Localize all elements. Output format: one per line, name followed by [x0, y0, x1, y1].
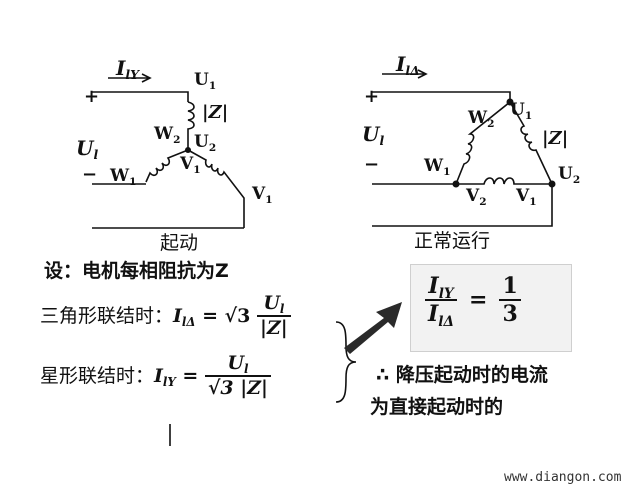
conclusion-line-2: 为直接起动时的 — [370, 396, 504, 418]
left-label-u1: U1 — [194, 70, 217, 92]
big-arrow — [344, 302, 402, 354]
right-plus: + — [364, 86, 380, 107]
right-caption: 正常运行 — [414, 230, 491, 252]
right-triangle-right — [509, 101, 553, 185]
star-equals: = — [175, 364, 205, 387]
star-prefix: 星形联结时： — [40, 364, 155, 387]
right-label-v1: V1 — [516, 186, 537, 208]
right-triangle-left — [455, 101, 511, 185]
ratio-box: IlY IlΔ = 1 3 — [410, 264, 572, 352]
left-label-w1: W1 — [110, 166, 137, 188]
delta-equals: = √3 — [195, 304, 257, 327]
brace — [335, 321, 357, 403]
right-triangle-bottom — [456, 177, 552, 185]
left-label-v1a: V1 — [180, 154, 201, 176]
delta-formula: 三角形联结时： IlΔ = √3 Ul |Z| — [40, 294, 291, 338]
left-line-top — [92, 91, 189, 102]
left-plus: + — [84, 86, 100, 107]
star-denominator: √3 |Z| — [207, 377, 268, 399]
left-voltage-label: Ul — [76, 136, 99, 163]
left-label-u2: U2 — [194, 132, 217, 154]
star-formula: 星形联结时： IlY = Ul √3 |Z| — [40, 354, 271, 398]
left-minus: − — [82, 164, 98, 185]
conclusion-line-1: ∴ 降压起动时的电流 — [376, 364, 548, 386]
right-label-w2: W2 — [468, 108, 495, 130]
right-label-u2: U2 — [558, 164, 581, 186]
star-current: IlY — [154, 364, 176, 389]
right-label-w1: W1 — [424, 156, 451, 178]
left-coil-u — [187, 101, 195, 150]
ratio-left-fraction: IlY IlΔ — [425, 275, 458, 329]
right-impedance: |Z| — [542, 128, 569, 149]
right-voltage-label: Ul — [362, 122, 385, 149]
delta-denominator: |Z| — [260, 317, 288, 339]
right-line-bottom — [372, 184, 553, 227]
left-coil-w — [145, 149, 189, 183]
ratio-formula: IlY IlΔ = 1 3 — [425, 275, 521, 329]
star-numerator: Ul — [227, 352, 249, 377]
delta-numerator: Ul — [263, 292, 285, 317]
left-label-v1b: V1 — [252, 184, 273, 206]
left-arrow — [108, 73, 152, 83]
right-label-u1: U1 — [510, 100, 533, 122]
left-label-w2: W2 — [154, 124, 181, 146]
left-node-u — [185, 147, 191, 153]
delta-prefix: 三角形联结时： — [40, 304, 174, 327]
left-coil-v — [187, 149, 245, 228]
right-current-label: IlΔ — [396, 52, 420, 79]
right-node-u2 — [548, 180, 556, 188]
assumption-text: 设：电机每相阻抗为Z — [44, 260, 229, 282]
right-node-u1 — [506, 98, 514, 106]
left-current-label: IlY — [116, 56, 139, 83]
watermark: www.diangon.com — [504, 470, 622, 485]
right-node-w1 — [452, 180, 460, 188]
right-arrow — [382, 69, 428, 79]
left-caption: 起动 — [160, 232, 199, 254]
right-label-v2: V2 — [466, 186, 487, 208]
ratio-right-fraction: 1 3 — [499, 275, 521, 325]
right-minus: − — [364, 154, 380, 175]
left-impedance: |Z| — [202, 102, 229, 123]
right-line-top — [372, 91, 511, 102]
delta-fraction: Ul |Z| — [257, 294, 291, 338]
star-fraction: Ul √3 |Z| — [204, 352, 271, 399]
ratio-equals: = — [469, 287, 488, 313]
delta-current: IlΔ — [173, 304, 196, 329]
